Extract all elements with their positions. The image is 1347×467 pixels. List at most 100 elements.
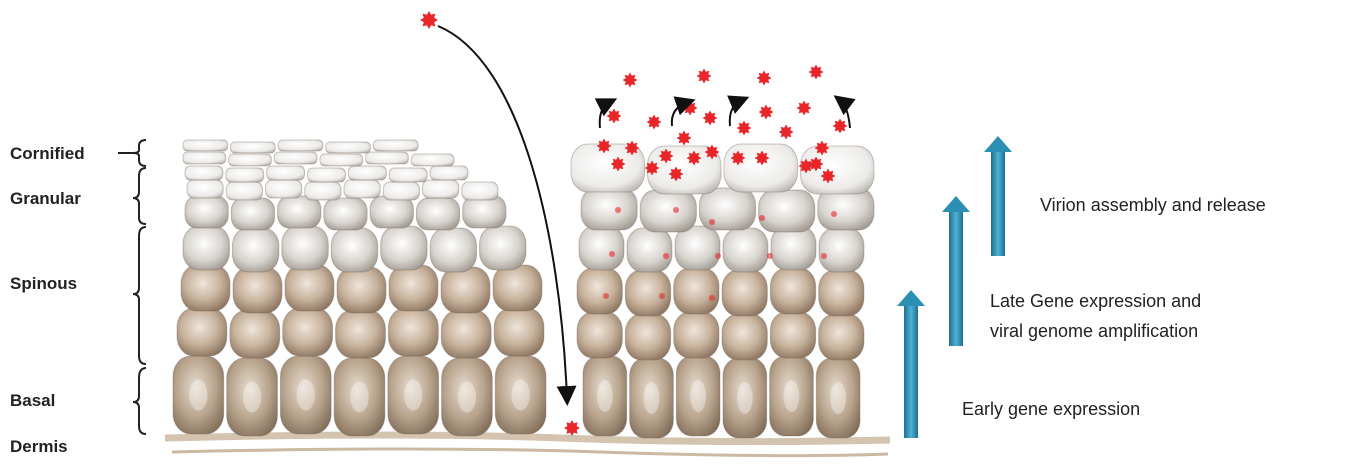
spinous-cell bbox=[285, 265, 334, 311]
virion bbox=[597, 139, 612, 154]
virion bbox=[757, 71, 772, 86]
spinous-cell bbox=[441, 310, 491, 358]
cornified-cell bbox=[226, 168, 264, 182]
cornified-cell bbox=[373, 140, 418, 151]
granular-cell bbox=[305, 182, 341, 200]
spinous-cell bbox=[389, 265, 438, 311]
cornified-cell bbox=[320, 154, 363, 166]
nucleus bbox=[737, 382, 753, 414]
viral-genome bbox=[709, 295, 715, 301]
virion bbox=[759, 105, 774, 120]
viral-genome bbox=[767, 253, 773, 259]
spinous-cell bbox=[493, 265, 542, 311]
virion bbox=[625, 141, 640, 156]
spinous-cell bbox=[494, 308, 544, 356]
spinous-cell bbox=[770, 312, 815, 358]
spinous-cell bbox=[819, 314, 864, 360]
stage-early-gene: Early gene expression bbox=[962, 394, 1140, 424]
stage-late-gene-line2: viral genome amplification bbox=[990, 316, 1198, 346]
spinous-cell bbox=[183, 226, 229, 270]
cornified-cell bbox=[183, 140, 228, 151]
granular-cell bbox=[581, 188, 637, 230]
cornified-cell bbox=[348, 166, 386, 180]
virion bbox=[731, 151, 746, 166]
cornified-cell bbox=[389, 168, 427, 182]
label-granular: Granular bbox=[10, 189, 81, 209]
virion bbox=[821, 169, 836, 184]
viral-genome bbox=[715, 253, 721, 259]
viral-genome bbox=[673, 207, 679, 213]
spinous-cell bbox=[722, 270, 767, 316]
viral-genome bbox=[609, 251, 615, 257]
cornified-cell bbox=[430, 166, 468, 180]
basal-cell bbox=[227, 358, 278, 436]
granular-cell bbox=[226, 182, 262, 200]
label-cornified: Cornified bbox=[10, 144, 85, 164]
label-spinous: Spinous bbox=[10, 274, 77, 294]
nucleus bbox=[189, 379, 207, 410]
label-basal: Basal bbox=[10, 391, 55, 411]
stage-virion-assembly: Virion assembly and release bbox=[1040, 190, 1266, 220]
virion bbox=[815, 141, 830, 156]
granular-cell bbox=[699, 188, 755, 230]
virion bbox=[687, 151, 702, 166]
virion bbox=[697, 69, 712, 84]
cornified-cell bbox=[267, 166, 305, 180]
basal-cell bbox=[173, 356, 224, 434]
nucleus bbox=[690, 380, 706, 412]
virion bbox=[611, 157, 626, 172]
virion bbox=[564, 420, 580, 436]
cornified-cell bbox=[801, 146, 875, 194]
release-arrows bbox=[600, 100, 850, 128]
granular-cell bbox=[324, 198, 367, 230]
layer-brackets bbox=[118, 140, 146, 434]
spinous-cell bbox=[283, 308, 333, 356]
viral-genome bbox=[615, 207, 621, 213]
spinous-cell bbox=[579, 226, 624, 270]
progression-arrow bbox=[897, 290, 925, 438]
granular-cell bbox=[423, 180, 459, 198]
virion bbox=[797, 101, 812, 116]
granular-cell bbox=[383, 182, 419, 200]
virion bbox=[705, 145, 720, 160]
spinous-cell bbox=[674, 268, 719, 314]
granular-cell bbox=[640, 190, 696, 232]
viral-genome bbox=[603, 293, 609, 299]
basal-cell bbox=[583, 356, 627, 436]
virion bbox=[799, 159, 814, 174]
nucleus bbox=[512, 379, 530, 410]
dermis-layer bbox=[165, 435, 890, 456]
cornified-cell bbox=[724, 144, 798, 192]
spinous-cell bbox=[181, 265, 230, 311]
viral-genome bbox=[659, 293, 665, 299]
spinous-cell bbox=[230, 310, 280, 358]
cornified-cell bbox=[229, 154, 272, 166]
basal-cell bbox=[676, 356, 720, 436]
viral-genome bbox=[663, 253, 669, 259]
spinous-cell bbox=[771, 226, 816, 270]
release-arrow bbox=[730, 100, 742, 126]
spinous-cell bbox=[819, 228, 864, 272]
virion bbox=[677, 131, 692, 146]
viral-genome bbox=[831, 211, 837, 217]
spinous-cell bbox=[233, 267, 282, 313]
granular-cell bbox=[462, 182, 498, 200]
cornified-cell bbox=[274, 152, 317, 164]
spinous-cell bbox=[441, 267, 490, 313]
granular-cell bbox=[266, 180, 302, 198]
cornified-cell bbox=[326, 142, 371, 153]
spinous-cell bbox=[770, 268, 815, 314]
granular-cell bbox=[187, 180, 223, 198]
nucleus bbox=[830, 382, 846, 414]
virion bbox=[659, 149, 674, 164]
spinous-cell bbox=[577, 268, 622, 314]
virion bbox=[623, 73, 638, 88]
spinous-cell bbox=[381, 226, 427, 270]
granular-cell bbox=[370, 196, 413, 228]
spinous-cell bbox=[625, 314, 670, 360]
spinous-cell bbox=[282, 226, 328, 270]
cornified-cell bbox=[308, 168, 346, 182]
bracket-spinous bbox=[133, 227, 146, 364]
spinous-cell bbox=[430, 228, 476, 272]
